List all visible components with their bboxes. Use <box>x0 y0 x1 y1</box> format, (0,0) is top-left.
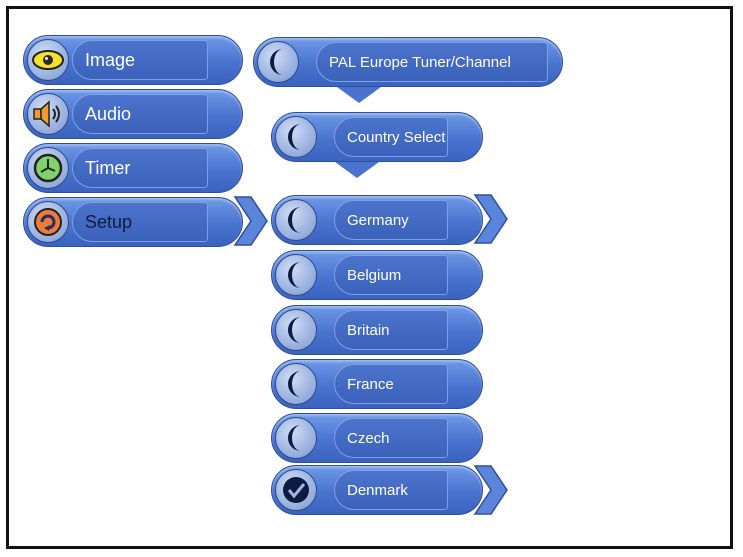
country-select-label: Country Select <box>334 117 448 157</box>
country-select-item[interactable]: Country Select <box>271 112 483 162</box>
crescent-icon <box>275 417 317 459</box>
country-item-denmark[interactable]: Denmark <box>271 465 483 515</box>
country-item-britain[interactable]: Britain <box>271 305 483 355</box>
crescent-icon <box>275 254 317 296</box>
eye-icon <box>27 39 69 81</box>
crescent-icon <box>257 41 299 83</box>
setup-icon <box>27 201 69 243</box>
country-label: Britain <box>334 310 448 350</box>
tuner-down-tab <box>337 87 381 103</box>
crescent-icon <box>275 309 317 351</box>
setup-arrow-icon <box>233 196 268 246</box>
denmark-arrow-icon <box>473 465 508 515</box>
country-label: Germany <box>334 200 448 240</box>
menu-item-timer-label: Timer <box>72 148 208 188</box>
country-item-france[interactable]: France <box>271 359 483 409</box>
country-label: France <box>334 364 448 404</box>
menu-item-image[interactable]: Image <box>23 35 243 85</box>
country-select-down-tab <box>335 162 379 178</box>
menu-item-audio[interactable]: Audio <box>23 89 243 139</box>
country-item-germany[interactable]: Germany <box>271 195 483 245</box>
crescent-icon <box>275 199 317 241</box>
menu-item-timer[interactable]: Timer <box>23 143 243 193</box>
menu-item-setup-label: Setup <box>72 202 208 242</box>
country-label: Denmark <box>334 470 448 510</box>
country-item-czech[interactable]: Czech <box>271 413 483 463</box>
menu-item-image-label: Image <box>72 40 208 80</box>
country-label: Czech <box>334 418 448 458</box>
screen-frame: Image Audio Timer <box>6 6 733 549</box>
country-label: Belgium <box>334 255 448 295</box>
tuner-channel-item[interactable]: PAL Europe Tuner/Channel <box>253 37 563 87</box>
checkmark-icon <box>275 469 317 511</box>
country-item-belgium[interactable]: Belgium <box>271 250 483 300</box>
clock-icon <box>27 147 69 189</box>
speaker-icon <box>27 93 69 135</box>
crescent-icon <box>275 363 317 405</box>
crescent-icon <box>275 116 317 158</box>
tuner-channel-label: PAL Europe Tuner/Channel <box>316 42 548 82</box>
menu-item-audio-label: Audio <box>72 94 208 134</box>
menu-item-setup[interactable]: Setup <box>23 197 243 247</box>
germany-arrow-icon <box>473 194 508 244</box>
